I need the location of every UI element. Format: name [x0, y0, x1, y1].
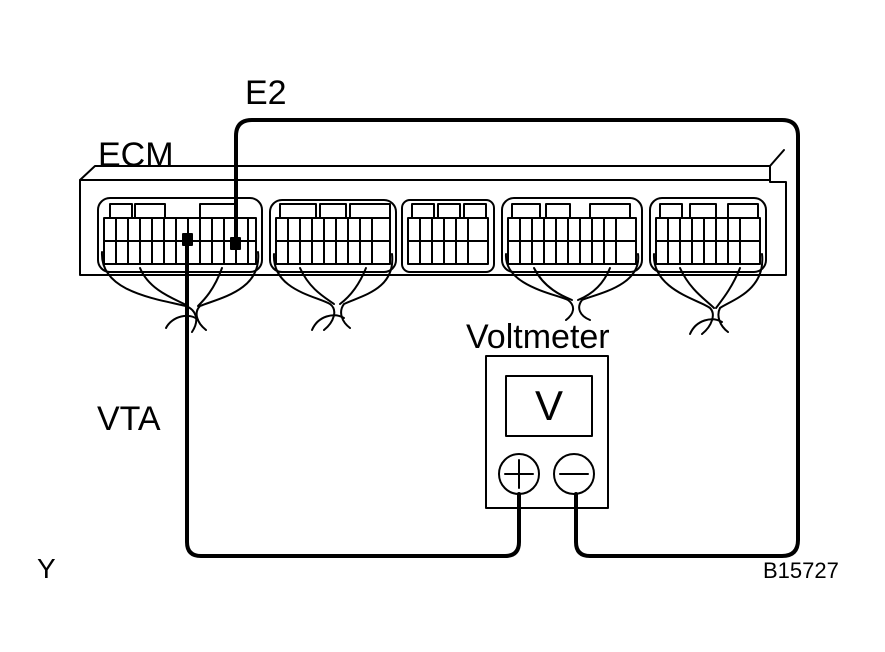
- ecm-connector-1: [97, 197, 263, 273]
- wire-harness-4: [504, 253, 640, 321]
- e2-label: E2: [245, 74, 287, 112]
- wire-harness-1: [100, 251, 260, 333]
- vta-probe-wire: [185, 238, 521, 558]
- negative-terminal: [553, 453, 595, 495]
- e2-probe-wire: [234, 118, 800, 558]
- voltmeter-body: [485, 355, 609, 509]
- corner-letter: Y: [37, 553, 56, 584]
- vta-label: VTA: [97, 400, 161, 438]
- ecm-connector-3: [401, 199, 495, 273]
- wire-harness-2: [272, 253, 394, 331]
- ecm-label: ECM: [98, 136, 174, 174]
- wire-harness-5: [652, 253, 764, 335]
- positive-terminal: [498, 453, 540, 495]
- figure-code: B15727: [763, 558, 839, 583]
- ecm-connector-4: [501, 197, 643, 273]
- ecm-connector-2: [269, 199, 397, 273]
- voltmeter-display-symbol: V: [535, 382, 563, 429]
- ecm-housing: [79, 149, 787, 276]
- ecm-connector-5: [649, 197, 767, 273]
- voltmeter-label: Voltmeter: [466, 318, 610, 356]
